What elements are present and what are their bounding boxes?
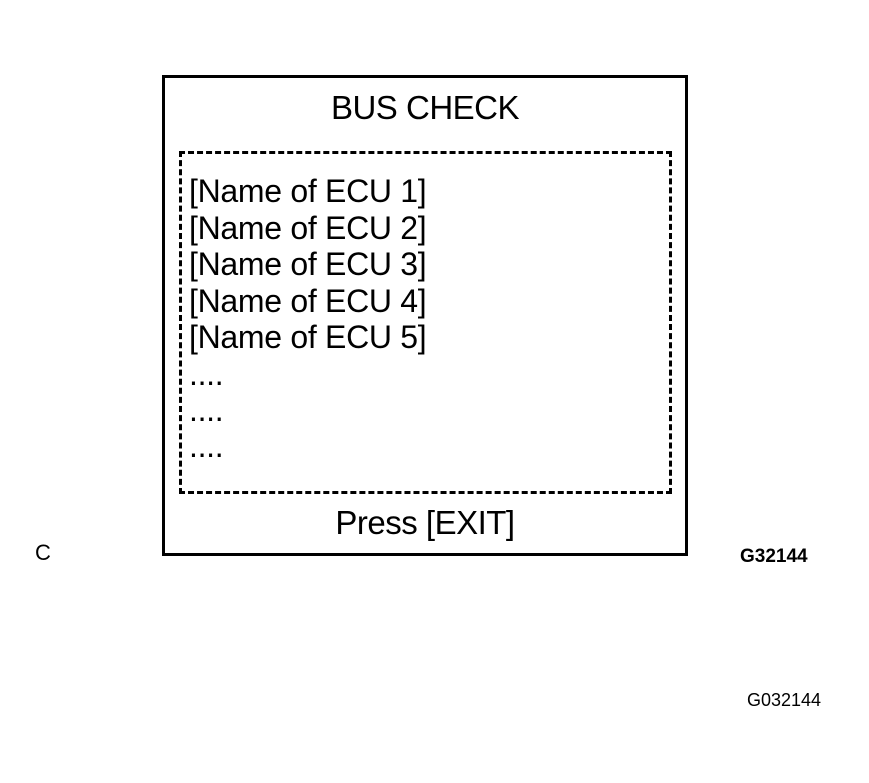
ecu-list-item: [Name of ECU 4] xyxy=(189,282,427,319)
ecu-list-item: [Name of ECU 3] xyxy=(189,246,427,282)
ecu-list-item: [Name of ECU 5] xyxy=(189,319,427,355)
ecu-list-item: [Name of ECU 2] xyxy=(189,209,427,246)
exit-hint: Press [EXIT] xyxy=(335,504,515,541)
ecu-list-ellipsis: .... xyxy=(189,391,224,428)
ecu-list-item: [Name of ECU 1] xyxy=(189,173,427,209)
figure-id: G032144 xyxy=(747,690,822,710)
figure-code: G32144 xyxy=(740,546,808,567)
ecu-list-ellipsis: .... xyxy=(189,427,224,464)
tester-screen: BUS CHECK [Name of ECU 1] [Name of ECU 2… xyxy=(162,75,688,556)
screen-title: BUS CHECK xyxy=(330,89,520,126)
corner-label: C xyxy=(35,540,51,565)
ecu-list-ellipsis: .... xyxy=(189,355,224,392)
ecu-list: [Name of ECU 1] [Name of ECU 2] [Name of… xyxy=(179,151,672,494)
